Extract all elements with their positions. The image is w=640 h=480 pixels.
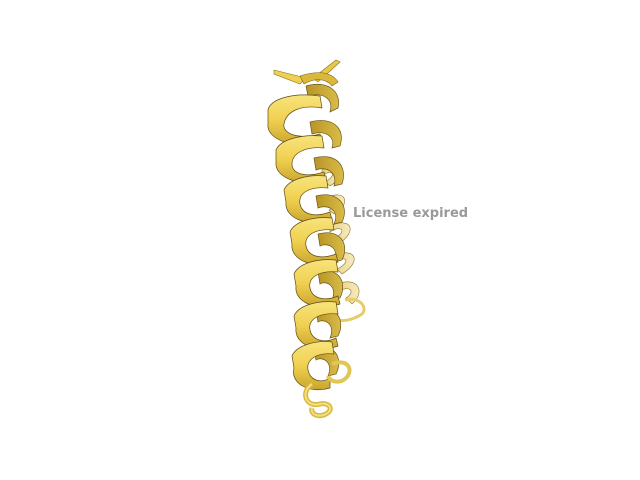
main-helix-front	[267, 94, 341, 391]
license-watermark: License expired	[353, 206, 469, 221]
c-terminus-loop	[303, 360, 352, 419]
n-terminus	[273, 59, 341, 87]
